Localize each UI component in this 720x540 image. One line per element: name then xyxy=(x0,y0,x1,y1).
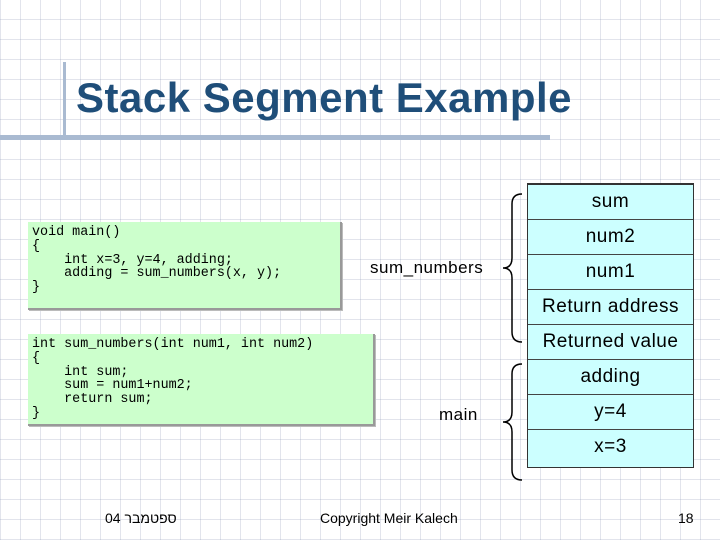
slide-title: Stack Segment Example xyxy=(76,74,573,121)
title-accent-vertical xyxy=(63,62,66,140)
stack-cell-adding: adding xyxy=(528,360,693,395)
stack-cell-num1: num1 xyxy=(528,255,693,290)
sum-numbers-code: int sum_numbers(int num1, int num2) { in… xyxy=(32,337,314,421)
sum-numbers-frame-brace xyxy=(502,193,523,343)
main-frame-brace xyxy=(502,363,523,481)
sum-numbers-code-box: int sum_numbers(int num1, int num2) { in… xyxy=(28,334,375,426)
label-sum-numbers: sum_numbers xyxy=(370,258,484,277)
footer-date: ספטמבר 04 xyxy=(105,510,177,526)
main-code-box: void main() { int x=3, y=4, adding; addi… xyxy=(28,222,342,310)
title-underline xyxy=(0,135,550,140)
main-code: void main() { int x=3, y=4, adding; addi… xyxy=(32,225,282,296)
stack-cell-return-address: Return address xyxy=(528,290,693,325)
stack-diagram: sum num2 num1 Return address Returned va… xyxy=(527,183,694,468)
label-main: main xyxy=(439,405,478,424)
stack-cell-num2: num2 xyxy=(528,220,693,255)
footer-copyright: Copyright Meir Kalech xyxy=(320,510,458,526)
page-number: 18 xyxy=(678,510,694,526)
stack-cell-y: y=4 xyxy=(528,395,693,430)
stack-cell-returned-value: Returned value xyxy=(528,325,693,360)
stack-cell-x: x=3 xyxy=(594,436,627,457)
stack-cell-sum: sum xyxy=(528,185,693,220)
